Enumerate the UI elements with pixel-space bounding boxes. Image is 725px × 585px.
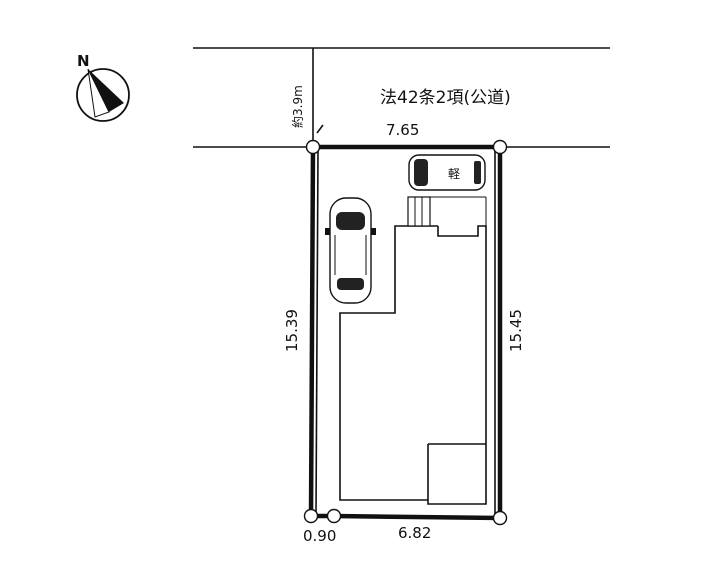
kei-car-label: 軽 [448, 167, 460, 181]
building-footprint [339, 225, 487, 505]
car-icon [325, 197, 376, 304]
entrance-steps [407, 196, 487, 227]
dimension-bottom-offset: 0.90 [303, 527, 336, 545]
svg-text:N: N [77, 52, 90, 70]
boundary-marker [492, 510, 508, 526]
dimension-top: 7.65 [386, 121, 419, 139]
boundary-marker [326, 508, 342, 524]
dimension-bottom: 6.82 [398, 524, 431, 542]
north-arrow-icon: N [76, 52, 130, 122]
dimension-right: 15.45 [507, 309, 525, 352]
lot-boundary [308, 144, 503, 521]
dimension-left: 15.39 [283, 309, 301, 352]
road-label: 法42条2項(公道) [380, 88, 511, 108]
road-width-label: 約3.9m [290, 85, 305, 128]
road-width-tick [316, 124, 324, 134]
boundary-marker [303, 508, 319, 524]
boundary-marker [492, 139, 508, 155]
lot-boundary-inner-left [315, 149, 319, 515]
kei-car-icon: 軽 [408, 154, 486, 191]
boundary-marker [305, 139, 321, 155]
